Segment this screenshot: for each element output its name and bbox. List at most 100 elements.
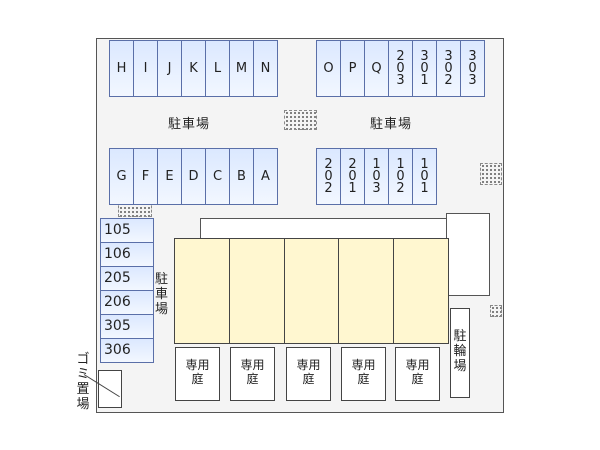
private-garden: 専用庭	[341, 347, 386, 401]
walkway-side	[446, 213, 490, 296]
space-label: 2	[444, 72, 453, 88]
space-label: O	[323, 60, 334, 76]
label-char: ゴ	[76, 352, 90, 367]
label-char: ミ	[76, 367, 90, 382]
garden-label: 専用	[351, 358, 376, 372]
garbage-label: ゴミ置場	[74, 352, 92, 412]
garden-label: 専用	[185, 358, 210, 372]
building	[174, 238, 449, 344]
garden-label: 専用	[240, 358, 265, 372]
building-unit	[230, 239, 285, 343]
garden-label: 庭	[246, 372, 259, 386]
parking-space: G	[109, 148, 134, 205]
private-garden: 専用庭	[395, 347, 440, 401]
parking-space: D	[181, 148, 206, 205]
space-label: 2	[324, 180, 333, 196]
unit-label: 205	[100, 266, 154, 291]
label-char: 駐	[155, 272, 169, 287]
garden-label: 庭	[357, 372, 370, 386]
hatched-area	[284, 110, 317, 130]
space-label: 3	[420, 48, 429, 64]
unit-label: 206	[100, 290, 154, 315]
space-label: 0	[396, 168, 405, 184]
space-label: 3	[372, 180, 381, 196]
parking-space: P	[340, 40, 365, 97]
space-label: 2	[396, 48, 405, 64]
label-char: 置	[76, 382, 90, 397]
space-label: 0	[420, 60, 429, 76]
bike-parking: 駐輪場	[450, 308, 470, 398]
private-garden: 専用庭	[286, 347, 331, 401]
parking-space: E	[157, 148, 182, 205]
parking-space: N	[253, 40, 278, 97]
parking-label-left: 駐車場	[168, 117, 211, 132]
parking-space: H	[109, 40, 134, 97]
parking-space: Q	[364, 40, 389, 97]
space-label: 0	[444, 60, 453, 76]
space-label: 0	[324, 168, 333, 184]
parking-space: I	[133, 40, 158, 97]
space-label: 1	[420, 72, 429, 88]
space-label: 1	[372, 156, 381, 172]
space-label: 0	[468, 60, 477, 76]
parking-space: M	[229, 40, 254, 97]
garden-label: 専用	[405, 358, 430, 372]
garden-label: 庭	[191, 372, 204, 386]
walkway	[200, 218, 454, 238]
label-char: 車	[155, 287, 169, 302]
space-label: 1	[348, 180, 357, 196]
space-label: 1	[420, 156, 429, 172]
space-label: 2	[348, 156, 357, 172]
space-label: 3	[396, 72, 405, 88]
garden-label: 専用	[296, 358, 321, 372]
garden-label: 庭	[302, 372, 315, 386]
hatched-marker	[490, 305, 502, 317]
garbage-box	[98, 370, 122, 408]
building-unit	[394, 239, 448, 343]
space-label: Q	[371, 60, 382, 76]
space-label: 2	[324, 156, 333, 172]
space-label: 0	[372, 168, 381, 184]
parking-space: K	[181, 40, 206, 97]
parking-space: J	[157, 40, 182, 97]
label-char: 場	[155, 302, 169, 317]
parking-space: A	[253, 148, 278, 205]
unit-label: 105	[100, 218, 154, 243]
hatched-area-right	[480, 163, 502, 185]
space-label: P	[348, 60, 357, 76]
garden-label: 庭	[411, 372, 424, 386]
parking-space: B	[229, 148, 254, 205]
parking-label-right: 駐車場	[370, 117, 413, 132]
private-garden: 専用庭	[230, 347, 275, 401]
space-label: 0	[348, 168, 357, 184]
space-label: 1	[420, 180, 429, 196]
unit-label: 305	[100, 314, 154, 339]
parking-label-vertical: 駐車場	[155, 272, 168, 317]
parking-space: F	[133, 148, 158, 205]
label-char: 輪	[453, 344, 467, 359]
parking-space: O	[316, 40, 341, 97]
space-label: 3	[468, 72, 477, 88]
unit-label: 106	[100, 242, 154, 267]
parking-space: L	[205, 40, 230, 97]
space-label: 0	[420, 168, 429, 184]
building-unit	[175, 239, 230, 343]
space-label: 3	[444, 48, 453, 64]
space-label: 2	[396, 180, 405, 196]
private-garden: 専用庭	[175, 347, 220, 401]
building-unit	[285, 239, 340, 343]
space-label: 1	[396, 156, 405, 172]
space-label: 0	[396, 60, 405, 76]
